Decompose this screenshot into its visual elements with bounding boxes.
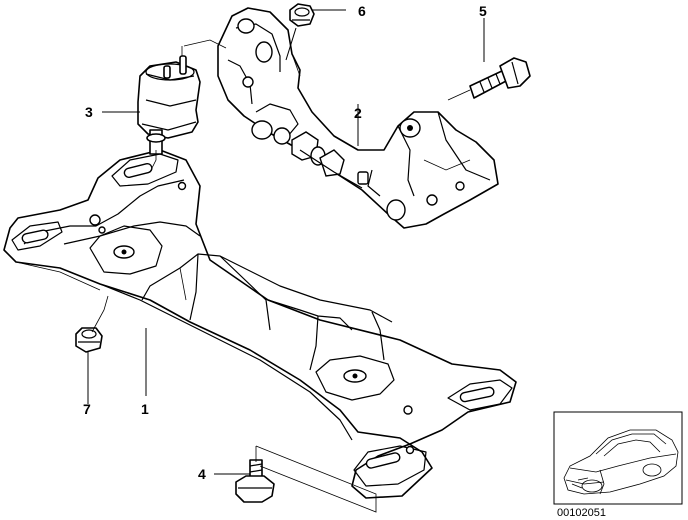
- callout-4: 4: [198, 466, 206, 482]
- nut-part-6[interactable]: [289, 3, 315, 27]
- callout-5: 5: [479, 3, 487, 19]
- diagram-id: 00102051: [557, 507, 606, 519]
- crossmember-part[interactable]: [3, 149, 517, 499]
- callout-7: 7: [83, 401, 91, 417]
- car-thumbnail: 00102051: [553, 411, 683, 519]
- callout-1: 1: [141, 401, 149, 417]
- callout-6: 6: [358, 3, 366, 19]
- leader-lines: [87, 9, 485, 513]
- bolt-part-4[interactable]: [235, 459, 275, 503]
- car-icon: [563, 429, 679, 495]
- engine-mount-part[interactable]: [137, 55, 201, 155]
- callout-2: 2: [354, 105, 362, 121]
- bolt-part-5[interactable]: [469, 57, 531, 99]
- callout-3: 3: [85, 104, 93, 120]
- nut-part-7[interactable]: [75, 327, 103, 353]
- bracket-part[interactable]: [217, 7, 499, 229]
- callout-labels: 1 2 3 4 5 6 7: [83, 3, 487, 482]
